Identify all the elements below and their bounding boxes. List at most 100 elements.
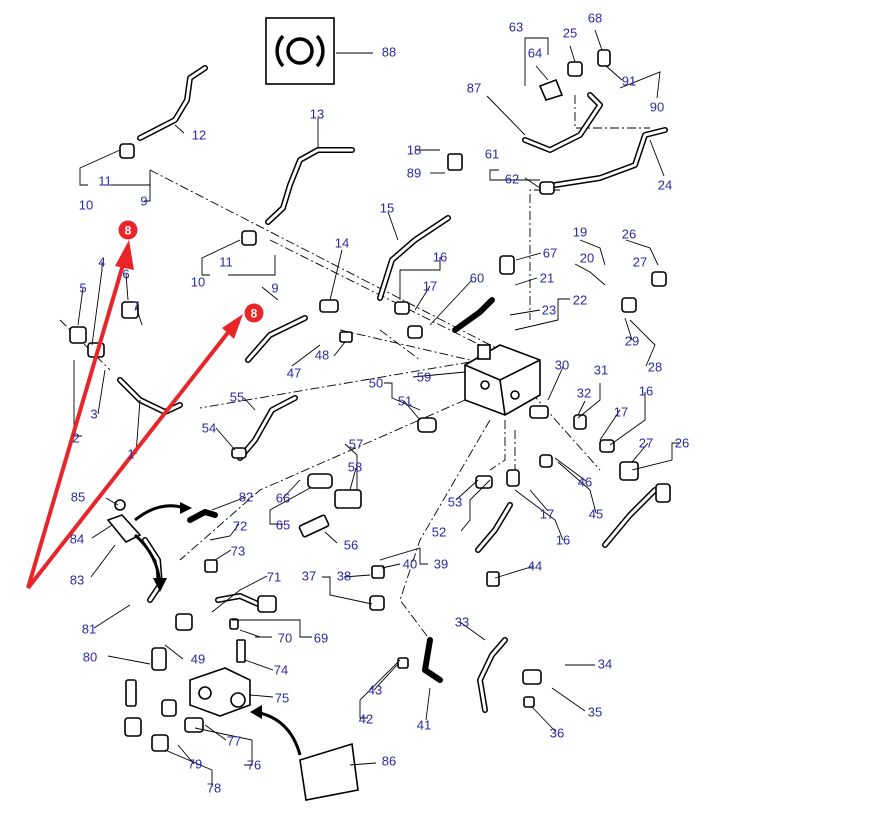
part-label: 72 — [232, 518, 248, 534]
part-label: 20 — [579, 250, 595, 266]
part-label: 40 — [402, 556, 418, 572]
part-label: 85 — [70, 489, 86, 505]
part-label: 9 — [271, 280, 279, 296]
part-label: 66 — [275, 490, 291, 506]
part-label: 74 — [273, 662, 289, 678]
part-label: 2 — [72, 430, 80, 446]
part-label: 9 — [140, 193, 148, 209]
part-label: 90 — [649, 99, 665, 115]
part-label: 4 — [98, 254, 106, 270]
part-label: 44 — [527, 558, 543, 574]
part-label: 27 — [638, 435, 654, 451]
part-label: 26 — [621, 226, 637, 242]
part-label: 73 — [230, 543, 246, 559]
callout-arrows — [26, 240, 243, 590]
part-label: 49 — [190, 651, 206, 667]
part-label: 43 — [367, 682, 383, 698]
part-label: 54 — [201, 420, 217, 436]
part-label: 12 — [191, 127, 207, 143]
part-label: 59 — [416, 369, 432, 385]
part-label: 76 — [246, 757, 262, 773]
part-label: 48 — [314, 347, 330, 363]
part-label: 64 — [527, 45, 543, 61]
part-label: 63 — [508, 19, 524, 35]
part-label: 62 — [504, 171, 520, 187]
part-label: 34 — [597, 656, 613, 672]
part-label: 77 — [226, 733, 242, 749]
part-label: 78 — [206, 780, 222, 796]
part-label: 84 — [69, 531, 85, 547]
part-label: 6 — [122, 266, 130, 282]
components — [69, 49, 671, 801]
part-label: 11 — [98, 173, 112, 189]
part-label: 75 — [274, 690, 290, 706]
part-label: 37 — [301, 568, 317, 584]
part-label: 28 — [647, 359, 663, 375]
leader-lines — [73, 29, 680, 787]
part-label: 22 — [572, 292, 588, 308]
part-label: 33 — [454, 614, 470, 630]
part-label: 45 — [588, 506, 604, 522]
part-label: 86 — [381, 753, 397, 769]
part-label: 39 — [433, 556, 449, 572]
part-label: 68 — [587, 10, 603, 26]
callout-marker: 8 — [244, 303, 264, 323]
part-label: 55 — [229, 389, 245, 405]
part-label: 91 — [621, 73, 637, 89]
part-label: 51 — [397, 393, 413, 409]
part-label: 36 — [549, 725, 565, 741]
part-label: 19 — [572, 224, 588, 240]
part-label: 58 — [347, 459, 363, 475]
part-label: 16 — [638, 383, 654, 399]
part-label: 18 — [406, 142, 422, 158]
part-label: 61 — [484, 146, 500, 162]
part-label: 16 — [555, 532, 571, 548]
part-label: 56 — [343, 537, 359, 553]
part-label: 26 — [674, 435, 690, 451]
part-label: 15 — [379, 200, 395, 216]
part-label: 69 — [313, 630, 329, 646]
part-label: 5 — [79, 280, 87, 296]
part-label: 50 — [368, 375, 384, 391]
part-label: 31 — [593, 362, 609, 378]
part-label: 80 — [82, 649, 98, 665]
part-label: 41 — [416, 717, 432, 733]
part-label: 17 — [613, 404, 629, 420]
part-label: 27 — [632, 254, 648, 270]
brake-warning-icon — [265, 17, 335, 85]
part-label: 89 — [406, 165, 422, 181]
part-label: 13 — [309, 106, 325, 122]
part-label: 87 — [466, 80, 482, 96]
part-label: 83 — [69, 572, 85, 588]
part-label: 60 — [469, 270, 485, 286]
part-label: 42 — [358, 711, 374, 727]
part-label: 70 — [277, 630, 293, 646]
part-label: 81 — [81, 621, 97, 637]
part-label: 17 — [422, 278, 438, 294]
part-label: 57 — [348, 436, 364, 452]
part-label: 10 — [78, 197, 94, 213]
part-label: 16 — [432, 249, 448, 265]
part-label: 30 — [554, 357, 570, 373]
part-label: 17 — [539, 506, 555, 522]
part-label: 47 — [286, 365, 302, 381]
part-label: 67 — [542, 245, 558, 261]
part-label: 35 — [587, 704, 603, 720]
part-label: 11 — [219, 254, 233, 270]
part-label: 10 — [190, 274, 206, 290]
part-label: 32 — [576, 385, 592, 401]
part-label: 23 — [541, 302, 557, 318]
part-label: 24 — [657, 177, 673, 193]
part-label: 29 — [624, 333, 640, 349]
part-label: 1 — [127, 446, 135, 462]
part-label: 25 — [562, 25, 578, 41]
part-label: 53 — [447, 494, 463, 510]
part-label: 46 — [577, 474, 593, 490]
part-label: 7 — [132, 298, 140, 314]
part-label: 21 — [539, 270, 555, 286]
part-label: 88 — [381, 44, 397, 60]
part-label: 14 — [334, 235, 350, 251]
part-label: 3 — [90, 406, 98, 422]
